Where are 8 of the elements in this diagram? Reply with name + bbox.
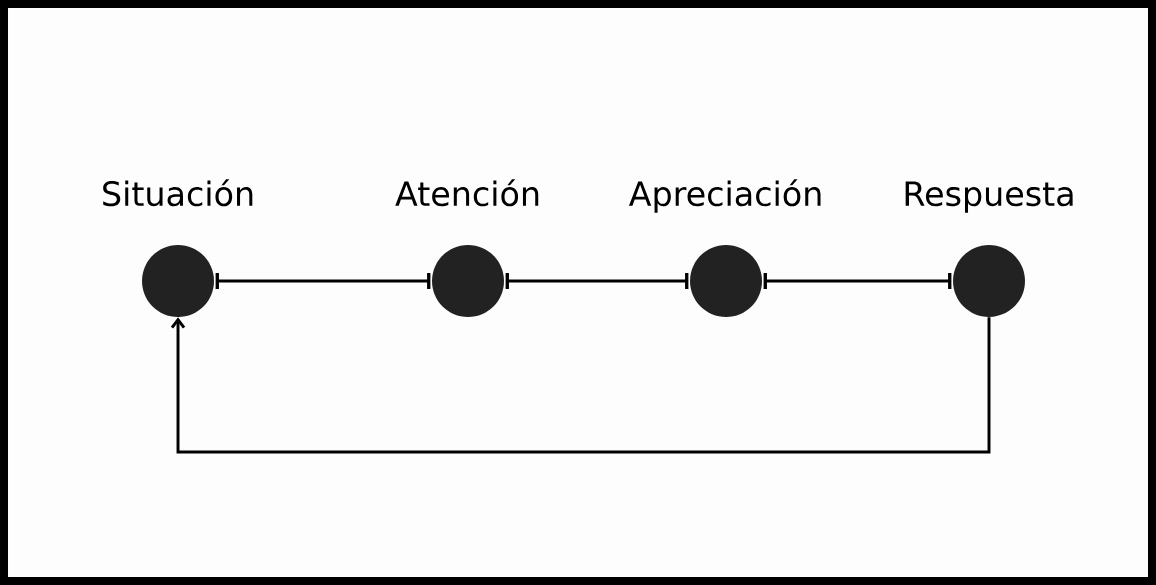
connector	[215, 273, 431, 289]
node-label: Atención	[395, 179, 539, 207]
node-label: Situación	[103, 179, 253, 207]
connector	[505, 273, 689, 289]
connector	[763, 273, 952, 289]
node-label: Respuesta	[905, 181, 1073, 213]
node-label: Apreciación	[628, 179, 821, 213]
arrow	[170, 317, 991, 454]
